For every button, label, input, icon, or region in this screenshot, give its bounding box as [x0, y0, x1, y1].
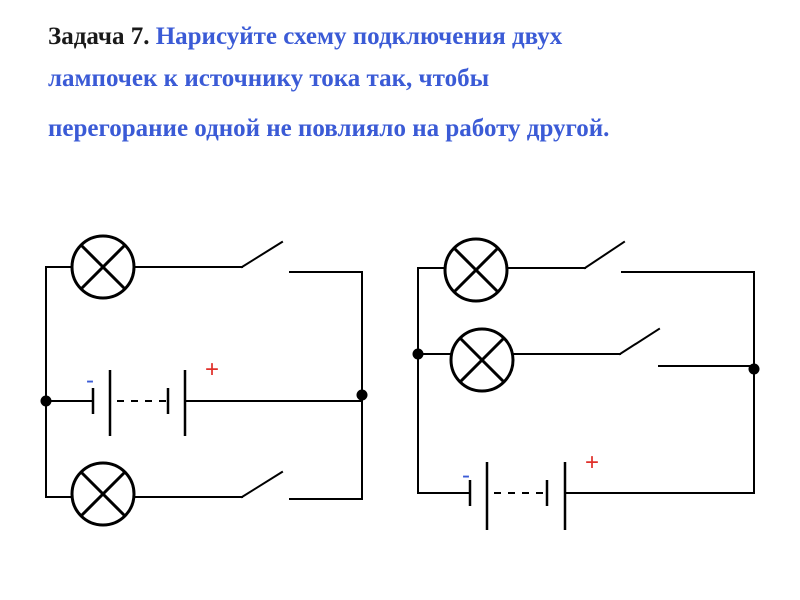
task-statement: Задача 7. Нарисуйте схему подключения дв…	[48, 16, 788, 150]
right-circuit-left-node	[412, 348, 424, 360]
task-question-line-2: лампочек к источнику тока так, чтобы	[48, 65, 490, 92]
task-line-1: Задача 7. Нарисуйте схему подключения дв…	[48, 16, 788, 58]
task-question-line-3: перегорание одной не повлияло на работу …	[48, 115, 610, 142]
right-battery	[468, 462, 567, 530]
right-battery-minus-sign: -	[462, 462, 470, 489]
right-bottom-lamp	[449, 327, 515, 393]
right-bottom-switch	[618, 327, 661, 356]
left-battery-minus-sign: -	[86, 367, 94, 394]
left-battery	[91, 370, 187, 436]
left-battery-plus-sign: +	[205, 356, 219, 383]
right-circuit-right-node	[748, 363, 760, 375]
left-circuit: - +	[40, 234, 368, 527]
left-junction-node	[40, 395, 52, 407]
left-bottom-switch	[240, 470, 284, 499]
right-battery-plus-sign: +	[585, 449, 599, 476]
left-top-lamp	[70, 234, 136, 300]
left-bottom-lamp	[70, 461, 136, 527]
right-junction-node	[356, 389, 368, 401]
right-circuit: - +	[412, 237, 760, 530]
right-top-lamp	[443, 237, 509, 303]
left-top-switch	[240, 240, 284, 269]
right-top-switch	[583, 240, 626, 270]
task-label: Задача 7.	[48, 23, 150, 50]
task-question-line-1: Нарисуйте схему подключения двух	[155, 23, 563, 50]
